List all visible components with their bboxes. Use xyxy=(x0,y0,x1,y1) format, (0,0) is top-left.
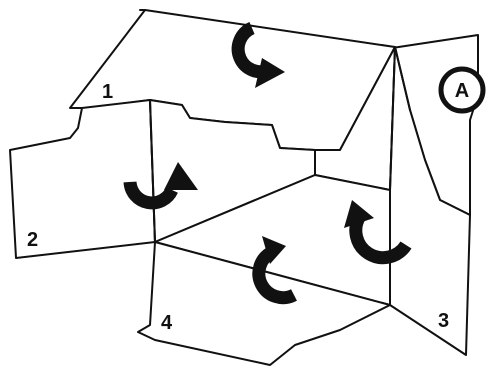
flap-4-label: 4 xyxy=(161,312,173,334)
flap-3-label: 3 xyxy=(438,310,449,332)
flap-2-label: 2 xyxy=(27,229,38,251)
flap-1-label: 1 xyxy=(102,81,113,103)
badge-a-label: A xyxy=(455,80,469,102)
badge-a: A xyxy=(441,69,483,111)
